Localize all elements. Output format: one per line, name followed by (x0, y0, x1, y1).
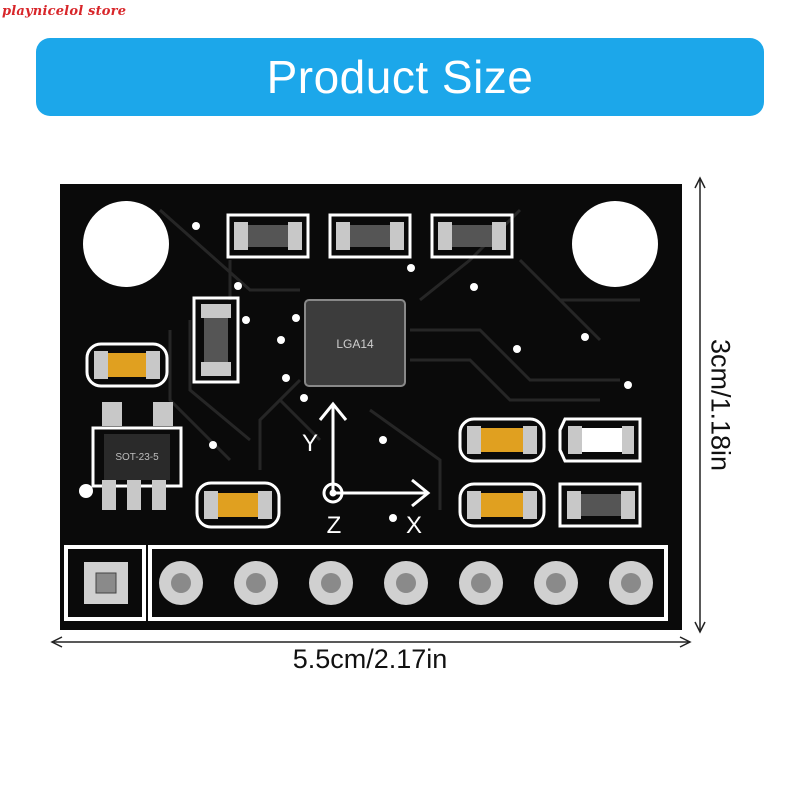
sot23-regulator: SOT-23-5 (79, 402, 183, 510)
header-pin-8 (609, 561, 653, 605)
header-pin-1 (84, 562, 128, 604)
capacitor-right-top (458, 417, 546, 463)
regulator-label: SOT-23-5 (115, 452, 159, 463)
height-dimension-arrow (694, 176, 706, 634)
top-resistor-1 (226, 213, 310, 259)
header-pin-5 (384, 561, 428, 605)
header-outline-pins (148, 545, 668, 621)
header-pin-7 (534, 561, 578, 605)
header-pin-2 (159, 561, 203, 605)
capacitor-bottom-left (195, 481, 281, 529)
resistor-right-bottom (558, 482, 642, 528)
store-watermark: playnicelol store (2, 4, 127, 19)
lga14-chip: LGA14 (304, 299, 406, 387)
width-label: 5.5cm/2.17in (292, 644, 448, 674)
mounting-hole-right (572, 201, 658, 287)
header-outline-pin1 (64, 545, 146, 621)
power-led (558, 417, 642, 463)
axis-x-label: X (406, 512, 422, 539)
height-label: 3cm/1.18in (705, 338, 736, 472)
axis-y-label: Y (302, 430, 318, 457)
axis-indicator (318, 401, 431, 508)
header-pin-3 (234, 561, 278, 605)
top-resistor-3 (430, 213, 514, 259)
axis-z-label: Z (327, 512, 342, 539)
chip-label: LGA14 (336, 337, 374, 351)
capacitor-right-bottom (458, 482, 546, 528)
width-dimension-arrow (50, 636, 692, 648)
header-pin-4 (309, 561, 353, 605)
vertical-resistor (192, 296, 240, 384)
header-pin-6 (459, 561, 503, 605)
capacitor-left (85, 342, 169, 388)
mounting-hole-left (83, 201, 169, 287)
vias (192, 222, 632, 522)
top-resistor-2 (328, 213, 412, 259)
banner-title: Product Size (266, 51, 534, 103)
header-pins (159, 561, 653, 605)
title-banner: Product Size (36, 38, 764, 116)
pcb-traces (159, 208, 640, 510)
